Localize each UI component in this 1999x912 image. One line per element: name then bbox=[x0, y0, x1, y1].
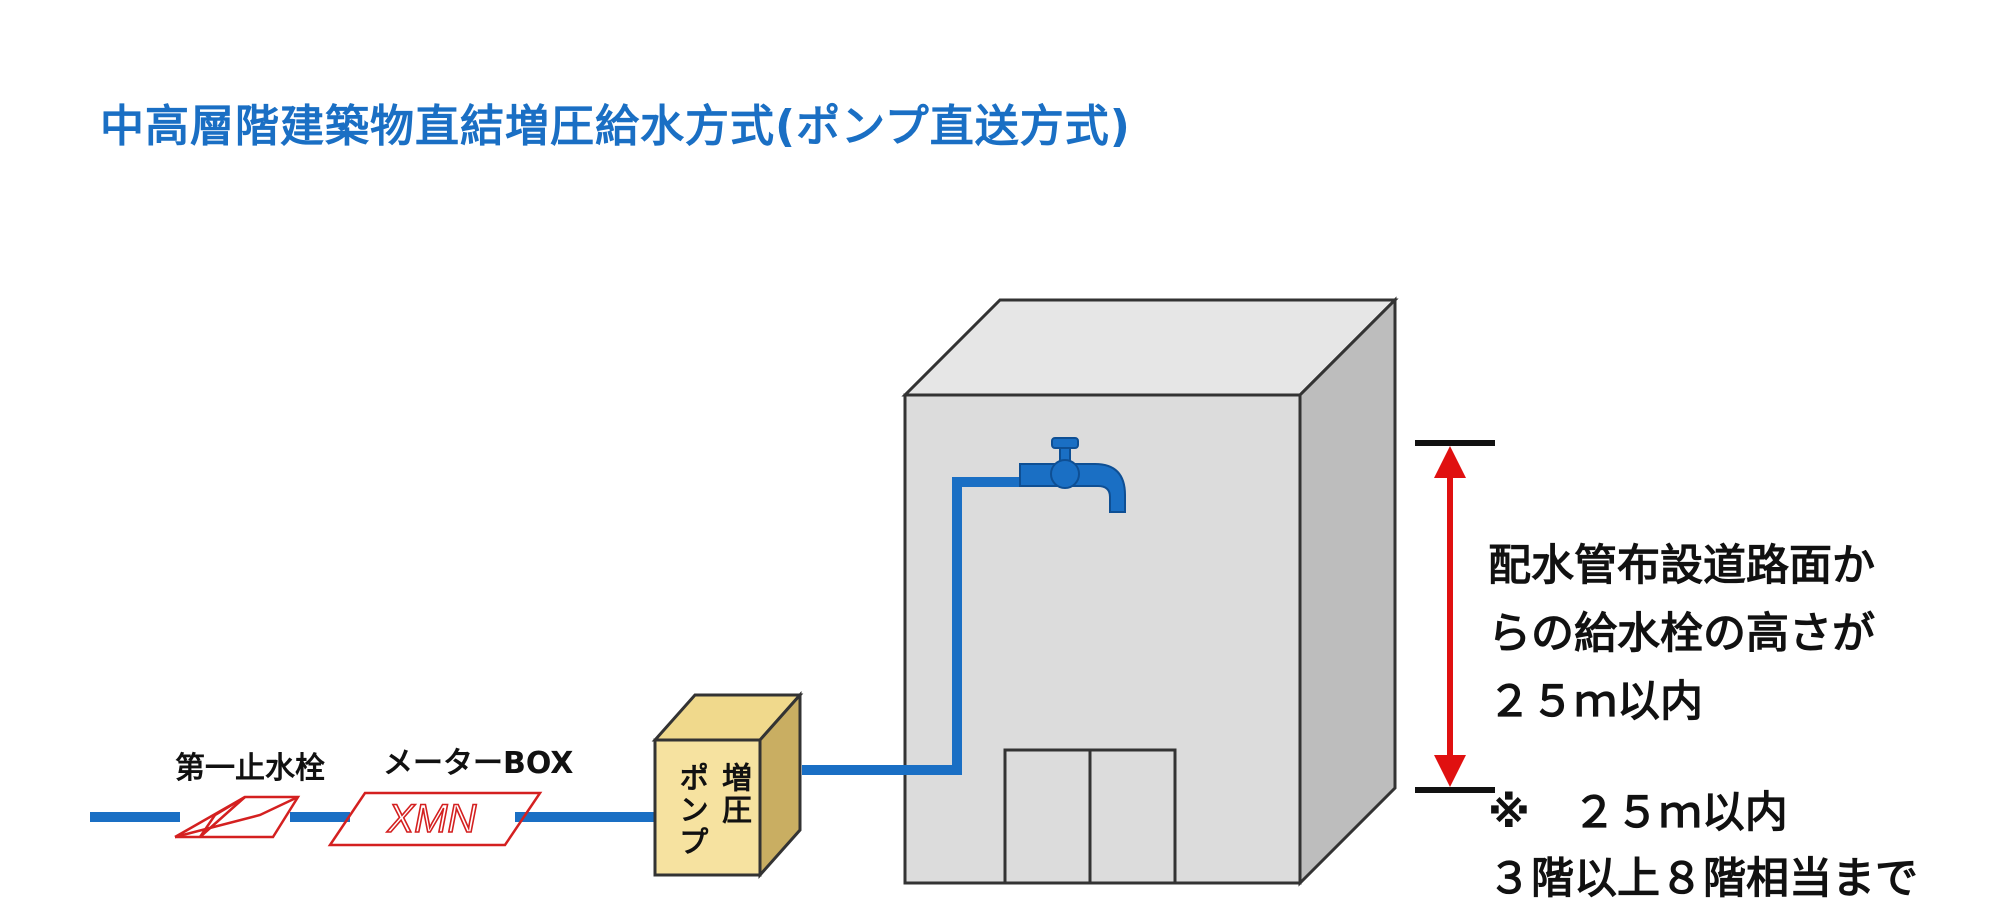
footnote-line2: ３階以上８階相当まで bbox=[1488, 854, 1918, 904]
meter-box-label: メーターBOX bbox=[383, 746, 574, 781]
footnote-line1: ※ ２５ｍ以内 bbox=[1488, 788, 1788, 838]
dimension-arrow-head-down bbox=[1434, 755, 1466, 787]
water-pipe bbox=[90, 477, 1025, 822]
height-note-line1: 配水管布設道路面か bbox=[1488, 541, 1875, 591]
height-note: 配水管布設道路面か らの給水栓の高さが ２５ｍ以内 bbox=[1488, 532, 1875, 736]
dimension-arrow-head-up bbox=[1434, 446, 1466, 478]
pipe-segment-riser bbox=[802, 477, 1025, 775]
height-note-line2: らの給水栓の高さが bbox=[1488, 609, 1875, 659]
pump-label-col2: ポンプ bbox=[673, 762, 708, 858]
booster-pump bbox=[651, 691, 804, 879]
building-door-left bbox=[1003, 748, 1092, 885]
pump-front bbox=[653, 738, 762, 877]
height-dimension bbox=[1415, 440, 1495, 793]
diagram-title: 中高層階建築物直結増圧給水方式(ポンプ直送方式) bbox=[100, 101, 1131, 152]
stop-valve-icon bbox=[174, 795, 301, 839]
building bbox=[901, 296, 1399, 887]
height-note-line3: ２５ｍ以内 bbox=[1488, 677, 1703, 727]
meter-box-icon: XMN bbox=[327, 791, 543, 847]
faucet-icon bbox=[1019, 437, 1126, 513]
meter-box-inner-text: XMN bbox=[387, 797, 477, 841]
building-side bbox=[1298, 296, 1397, 887]
stop-valve-label: 第一止水栓 bbox=[175, 751, 325, 786]
building-door-right bbox=[1088, 748, 1177, 885]
pump-label-col1: 増圧 bbox=[716, 762, 751, 826]
footnote: ※ ２５ｍ以内 ３階以上８階相当まで bbox=[1488, 780, 1918, 912]
